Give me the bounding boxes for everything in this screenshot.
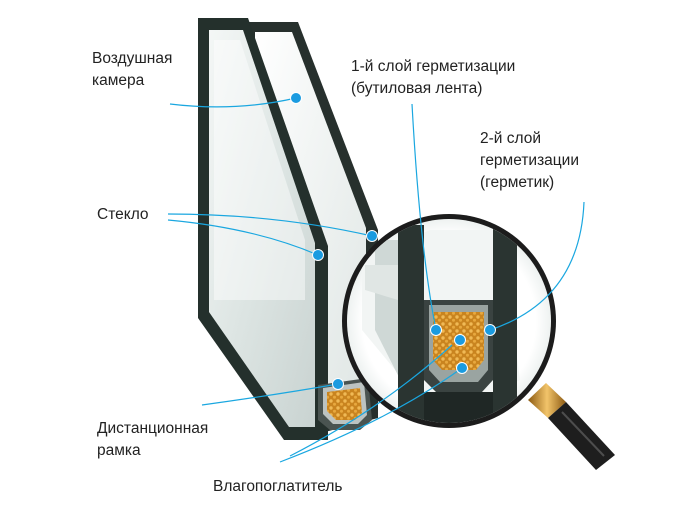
label-spacer-frame: Дистанционная рамка (97, 418, 208, 462)
callout-line-seal-2 (489, 201, 585, 331)
callout-lines (167, 97, 585, 463)
desiccant-granules (327, 388, 362, 420)
callout-line-glass-1 (167, 213, 373, 237)
front-glass-pane (198, 18, 328, 440)
callout-dot-seal-2 (484, 324, 496, 336)
callout-dot-desiccant-low (456, 362, 468, 374)
magnifier-handle (528, 383, 615, 470)
label-air-chamber-line-1: Воздушная (92, 50, 173, 67)
callout-dots (290, 92, 496, 390)
label-seal-layer-2-line-2: герметизации (480, 152, 579, 169)
callout-line-air-chamber (169, 97, 297, 108)
callout-line-seal-1 (411, 103, 437, 331)
callout-line-desiccant-2 (289, 344, 453, 457)
label-air-chamber-line-2: камера (92, 72, 145, 89)
label-seal-layer-1-line-1: 1-й слой герметизации (351, 58, 516, 75)
callout-dot-air-chamber (290, 92, 302, 104)
callout-dot-desiccant (454, 334, 466, 346)
callout-dot-spacer (332, 378, 344, 390)
label-desiccant-text: Влагопоглатитель (213, 478, 343, 495)
callout-dot-glass-outer (366, 230, 378, 242)
callout-dot-seal-1 (430, 324, 442, 336)
callout-line-glass-2 (167, 219, 319, 256)
label-seal-layer-2-line-3: (герметик) (480, 174, 555, 191)
label-air-chamber: Воздушная камера (92, 48, 172, 92)
label-seal-layer-2-line-1: 2-й слой (480, 130, 541, 147)
label-spacer-frame-line-2: рамка (97, 442, 141, 459)
callout-line-spacer (201, 383, 339, 406)
label-seal-layer-1-line-2: (бутиловая лента) (351, 80, 483, 97)
callout-line-desiccant-1 (279, 367, 463, 463)
label-desiccant: Влагопоглатитель (213, 476, 343, 498)
label-seal-layer-1: 1-й слой герметизации (бутиловая лента) (351, 56, 515, 100)
callout-dot-glass-inner (312, 249, 324, 261)
label-glass-text: Стекло (97, 206, 149, 223)
label-glass: Стекло (97, 204, 149, 226)
label-spacer-frame-line-1: Дистанционная (97, 420, 209, 437)
label-seal-layer-2: 2-й слой герметизации (герметик) (480, 128, 579, 194)
